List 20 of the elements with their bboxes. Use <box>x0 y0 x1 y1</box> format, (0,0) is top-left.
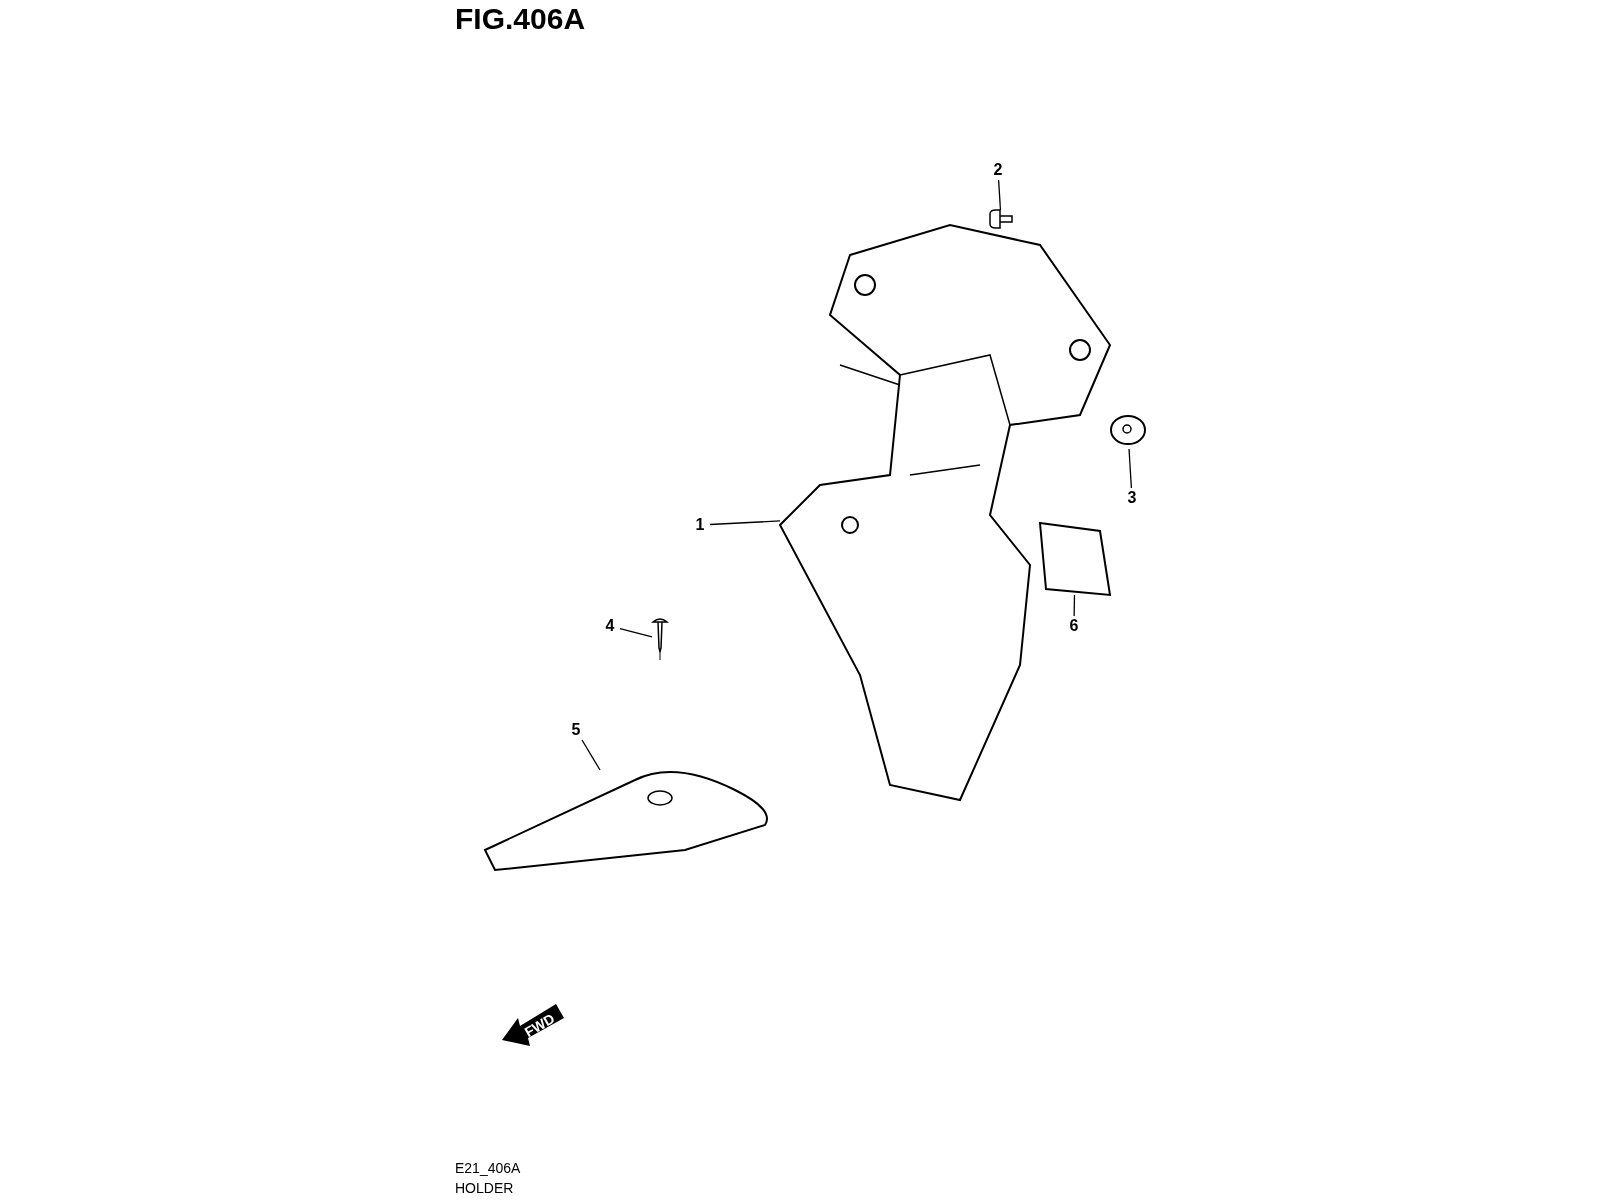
callout-number: 2 <box>988 160 1008 180</box>
leader-line <box>1128 448 1133 489</box>
part-drawing <box>1040 523 1110 595</box>
section-name: HOLDER <box>455 1180 514 1196</box>
part-drawing <box>990 210 1012 228</box>
callout-number: 1 <box>690 515 710 535</box>
drawing-code: E21_406A <box>455 1160 521 1176</box>
part-drawing <box>780 225 1110 800</box>
callout-number: 5 <box>566 720 586 740</box>
leader-line <box>619 627 653 638</box>
leader-line <box>1073 594 1076 617</box>
leader-line <box>997 179 1002 211</box>
leader-line <box>581 739 601 771</box>
callout-number: 3 <box>1122 488 1142 508</box>
part-drawing <box>652 618 668 660</box>
callout-number: 6 <box>1064 616 1084 636</box>
callout-number: 4 <box>600 616 620 636</box>
direction-label: FWD <box>521 1010 558 1041</box>
leader-line <box>709 520 781 526</box>
figure-title: FIG.406A <box>455 2 586 36</box>
